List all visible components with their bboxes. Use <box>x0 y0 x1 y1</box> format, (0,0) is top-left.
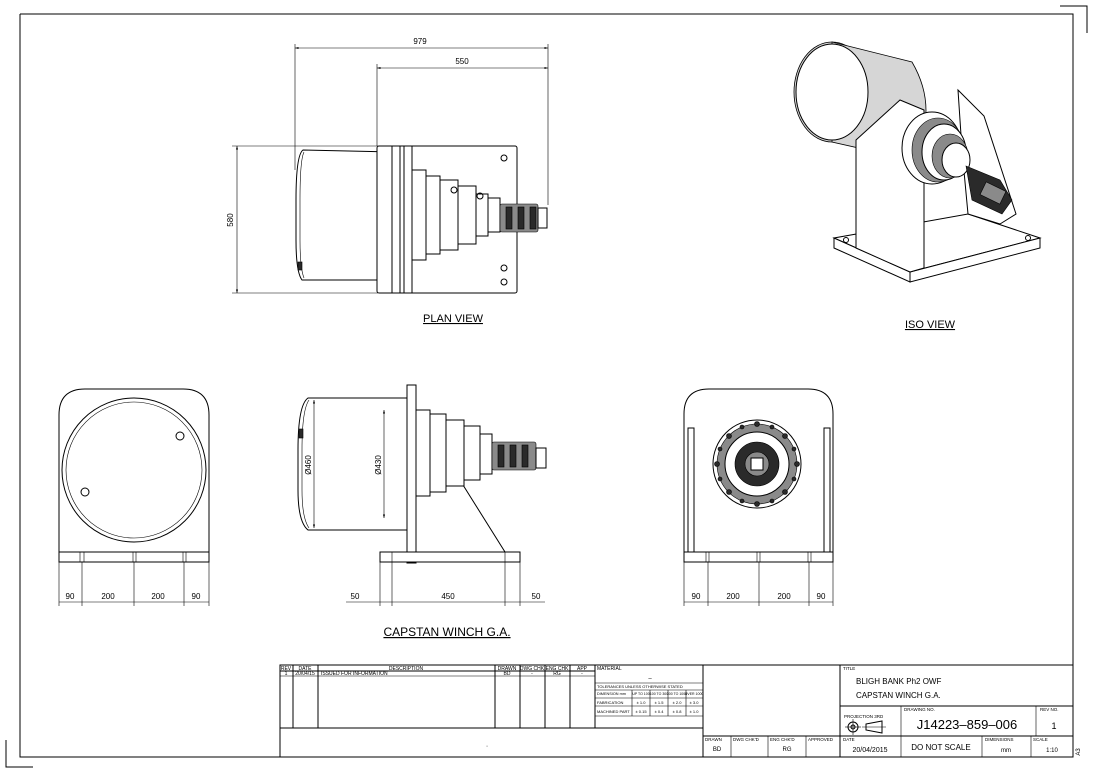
dim-plan-bracket: 550 <box>455 57 469 66</box>
date-label: DATE <box>843 737 855 742</box>
tol-fab-3: ± 2.0 <box>673 700 683 705</box>
rev-row-rev: 1 <box>285 671 288 677</box>
tol-mach-3: ± 0.8 <box>673 709 683 714</box>
signoff-drawn: BD <box>713 747 722 753</box>
rev-head-date: DATE <box>299 666 313 672</box>
title-line-2: CAPSTAN WINCH G.A. <box>856 691 941 700</box>
dim-barrel-dia: Ø430 <box>374 455 383 475</box>
dim-front-c: 50 <box>532 592 541 601</box>
rev-head-dwgchk: DWG CHK <box>520 666 545 672</box>
tol-head-4: OVER 1000 <box>685 692 704 696</box>
dim-side-c: 200 <box>151 592 165 601</box>
centre-dot: · <box>486 743 488 750</box>
signoff-engchk-label: ENG CHK'D <box>770 737 795 742</box>
dim-end-d: 90 <box>817 592 826 601</box>
date-value: 20/04/2015 <box>852 747 887 754</box>
rev-no: 1 <box>1051 721 1056 731</box>
dim-end-b: 200 <box>726 592 740 601</box>
revision-row: 1 20/04/15 ISSUED FOR INFORMATION BD - R… <box>285 671 584 677</box>
signoff-engchk: RG <box>783 747 792 753</box>
rev-head-app: APP <box>577 666 588 672</box>
plan-view: 979 550 580 PLAN VIEW <box>226 37 549 325</box>
dimensions-value: mm <box>1001 748 1011 754</box>
material-block: MATERIAL – TOLERANCES UNLESS OTHERWISE S… <box>595 665 704 757</box>
dim-end-a: 90 <box>692 592 701 601</box>
signoff-approved-label: APPROVED <box>808 737 834 742</box>
signoff-dwgchk-label: DWG CHK'D <box>733 737 760 742</box>
projection-label: PROJECTION 3RD <box>844 714 884 719</box>
front-view: Ø460 Ø430 50 450 50 CAPSTAN WINCH G.A. <box>297 384 547 639</box>
plan-view-label: PLAN VIEW <box>423 313 484 325</box>
third-angle-projection-icon <box>845 719 886 735</box>
tol-fab-label: FABRICATION <box>597 700 623 705</box>
title-line-1: BLIGH BANK Ph2 OWF <box>856 677 941 686</box>
end-view: 90 200 200 90 <box>683 388 834 606</box>
title-area: TITLE BLIGH BANK Ph2 OWF CAPSTAN WINCH G… <box>840 666 1082 757</box>
tol-fab-1: ± 1.0 <box>637 700 647 705</box>
dim-front-a: 50 <box>351 592 360 601</box>
tol-fab-4: ± 3.0 <box>690 700 700 705</box>
tol-mach-2: ± 0.4 <box>655 709 665 714</box>
rev-row-engchk: RG <box>553 671 561 677</box>
side-view: 90 200 200 90 <box>58 388 210 606</box>
scale-label: SCALE <box>1033 737 1048 742</box>
scale-value: 1:10 <box>1046 748 1058 754</box>
tolerance-title: TOLERANCES UNLESS OTHERWISE STATED <box>597 684 683 689</box>
rev-head-engchk: ENG CHK <box>546 666 569 672</box>
dimensions-label: DIMENSIONS <box>985 737 1014 742</box>
tol-head-1: UP TO 100 <box>632 692 649 696</box>
rev-row-app: - <box>581 671 583 677</box>
material-value: – <box>648 676 652 682</box>
tol-mach-label: MACHINED PART <box>597 709 630 714</box>
rev-row-date: 20/04/15 <box>295 671 315 677</box>
rev-row-dwgchk: - <box>531 671 533 677</box>
dim-side-d: 90 <box>192 592 201 601</box>
rev-head-rev: REV <box>281 666 292 672</box>
iso-view: ISO VIEW <box>793 41 1042 331</box>
tol-head-3: 300 TO 1000 <box>667 692 687 696</box>
title-block: REV DATE DESCRIPTION DRAWN DWG CHK ENG C… <box>279 664 1082 758</box>
dim-drum-dia: Ø460 <box>304 455 313 475</box>
rev-head-desc: DESCRIPTION <box>389 666 424 672</box>
rev-no-label: REV NO. <box>1040 707 1059 712</box>
material-label: MATERIAL <box>597 666 622 672</box>
dim-front-b: 450 <box>441 592 455 601</box>
tol-fab-2: ± 1.5 <box>655 700 665 705</box>
ga-view-label: CAPSTAN WINCH G.A. <box>383 625 510 639</box>
signoff-block: DRAWN BD DWG CHK'D ENG CHK'D RG APPROVED <box>703 665 841 757</box>
title-label: TITLE <box>843 666 855 671</box>
signoff-drawn-label: DRAWN <box>705 737 722 742</box>
iso-view-label: ISO VIEW <box>905 319 956 331</box>
tol-head-dim: DIMENSION mm <box>597 692 626 696</box>
dim-plan-height: 580 <box>226 213 235 227</box>
dim-plan-overall: 979 <box>413 37 427 46</box>
rev-row-drawn: BD <box>504 671 511 677</box>
sheet-size: A3 <box>1076 748 1082 756</box>
rev-head-drawn: DRAWN <box>498 666 517 672</box>
revision-table: REV DATE DESCRIPTION DRAWN DWG CHK ENG C… <box>280 665 703 729</box>
drawing-no: J14223–859–006 <box>917 717 1018 732</box>
do-not-scale: DO NOT SCALE <box>911 743 970 752</box>
tol-head-2: 100 TO 300 <box>650 692 668 696</box>
dim-side-b: 200 <box>101 592 115 601</box>
rev-row-desc: ISSUED FOR INFORMATION <box>321 671 388 677</box>
tol-mach-4: ± 1.0 <box>690 709 700 714</box>
dim-side-a: 90 <box>66 592 75 601</box>
drawing-no-label: DRAWING NO. <box>904 707 935 712</box>
dim-end-c: 200 <box>777 592 791 601</box>
tol-mach-1: ± 0.15 <box>635 709 647 714</box>
